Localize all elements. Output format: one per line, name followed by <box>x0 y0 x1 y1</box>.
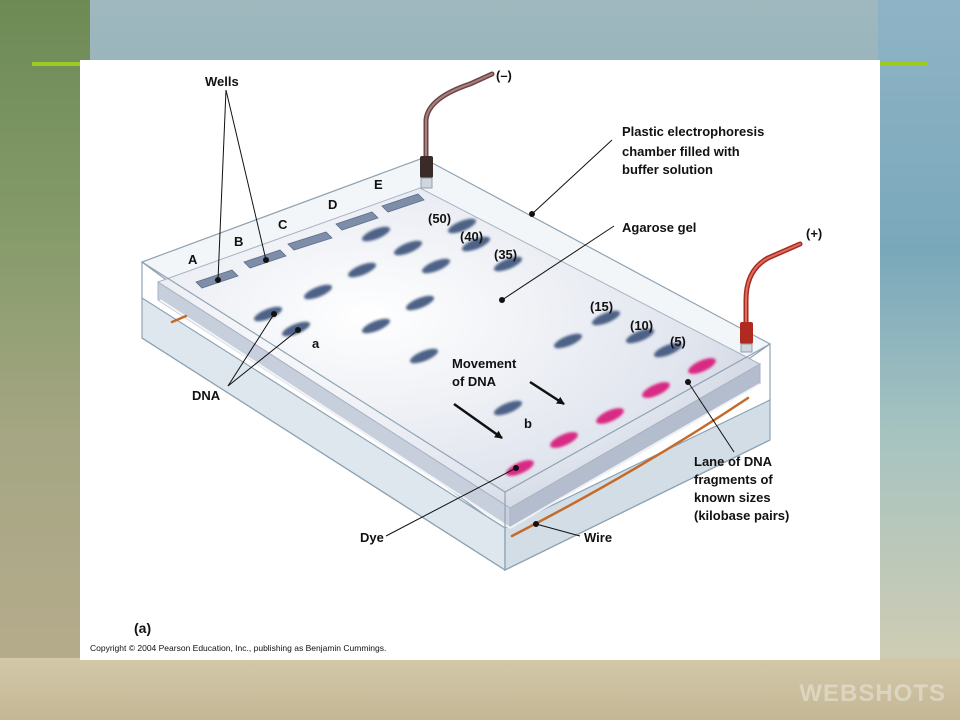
movement-arrows <box>453 380 565 440</box>
electrophoresis-diagram: Wells (–) (+) Plastic electrophoresis ch… <box>90 68 822 653</box>
band-a-label: a <box>312 336 320 351</box>
chamber-label-line3: buffer solution <box>622 162 713 177</box>
size-5-label: (5) <box>670 334 686 349</box>
well-d <box>335 211 379 231</box>
positive-label: (+) <box>806 226 822 241</box>
dna-band <box>405 295 435 311</box>
dye-label: Dye <box>360 530 384 545</box>
dna-band <box>553 333 583 349</box>
slide-panel: Wells (–) (+) Plastic electrophoresis ch… <box>80 60 880 660</box>
lane-c-label: C <box>278 217 288 232</box>
negative-label: (–) <box>496 68 512 83</box>
dna-band <box>625 328 655 344</box>
dna-label: DNA <box>192 388 221 403</box>
copper-wire <box>170 314 750 538</box>
accent-line-right <box>878 62 928 66</box>
agarose-gel <box>156 187 762 529</box>
wire-label: Wire <box>584 530 612 545</box>
chamber-label-line1: Plastic electrophoresis <box>622 124 764 139</box>
dye-bands <box>506 358 716 476</box>
dna-band <box>447 218 477 234</box>
chamber-front-edges <box>141 261 771 571</box>
dna-band <box>493 256 523 272</box>
well-e <box>381 193 425 213</box>
copyright-text: Copyright © 2004 Pearson Education, Inc.… <box>90 643 386 653</box>
dye-band <box>596 408 624 424</box>
dna-band <box>253 306 283 322</box>
well-c <box>287 231 333 251</box>
dna-band <box>361 226 391 242</box>
chamber-label-line2: chamber filled with <box>622 144 740 159</box>
dna-band <box>393 240 423 256</box>
background-left <box>0 0 90 720</box>
leader-dots <box>215 211 691 527</box>
dna-band <box>591 310 621 326</box>
lane-known-line4: (kilobase pairs) <box>694 508 789 523</box>
wells-label: Wells <box>205 74 239 89</box>
arrow-icon <box>453 402 503 440</box>
panel-label: (a) <box>134 620 151 636</box>
accent-line-left <box>32 62 82 66</box>
dye-band <box>688 358 716 374</box>
negative-electrode <box>420 71 495 189</box>
dna-band <box>461 236 491 252</box>
dna-band <box>653 342 683 358</box>
arrow-icon <box>529 380 565 406</box>
dna-band <box>347 262 377 278</box>
dna-bands <box>253 218 683 416</box>
dye-band <box>506 460 534 476</box>
lane-e-label: E <box>374 177 383 192</box>
size-40-label: (40) <box>460 229 483 244</box>
lane-a-label: A <box>188 252 198 267</box>
lane-known-line2: fragments of <box>694 472 773 487</box>
dye-band <box>550 432 578 448</box>
movement-label-line1: Movement <box>452 356 517 371</box>
watermark: WEBSHOTS <box>799 680 946 707</box>
agarose-label: Agarose gel <box>622 220 696 235</box>
lane-known-line3: known sizes <box>694 490 771 505</box>
lane-b-label: B <box>234 234 243 249</box>
size-50-label: (50) <box>428 211 451 226</box>
dna-band <box>303 284 333 300</box>
movement-label-line2: of DNA <box>452 374 497 389</box>
dna-band <box>409 348 439 364</box>
size-15-label: (15) <box>590 299 613 314</box>
dna-band <box>493 400 523 416</box>
dye-band <box>642 382 670 398</box>
background-right <box>878 0 960 720</box>
lane-known-line1: Lane of DNA <box>694 454 773 469</box>
background-bottom <box>0 658 960 720</box>
leader-lines <box>217 89 735 537</box>
size-10-label: (10) <box>630 318 653 333</box>
positive-electrode <box>740 241 803 353</box>
size-35-label: (35) <box>494 247 517 262</box>
dna-band <box>421 258 451 274</box>
lane-d-label: D <box>328 197 337 212</box>
dna-band <box>361 318 391 334</box>
band-b-label: b <box>524 416 532 431</box>
